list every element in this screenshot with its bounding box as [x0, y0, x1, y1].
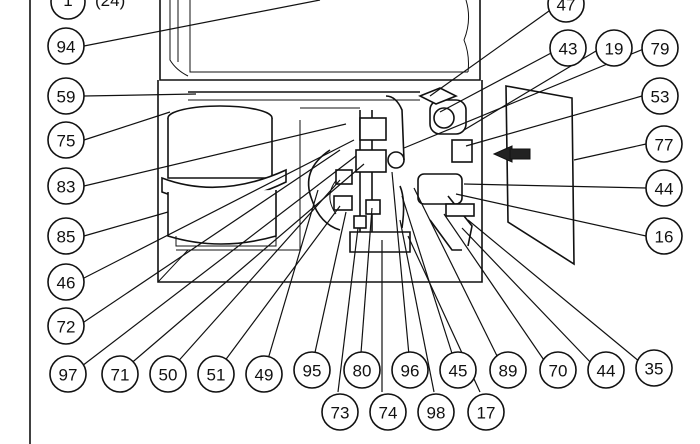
callout-44-upper: 44 [645, 169, 683, 207]
expansion-vessel-body [167, 118, 273, 179]
callout-89: 89 [489, 351, 527, 389]
top-reference: 1 (24) [50, 0, 125, 20]
left-pipe-vertical [169, 0, 189, 77]
flexible-hose-left [307, 149, 341, 231]
valve-knob [387, 151, 405, 169]
svg-text:75: 75 [57, 132, 76, 151]
callout-71: 71 [101, 355, 139, 393]
callout-85: 85 [47, 217, 85, 255]
upper-casing [159, 0, 481, 81]
callout-35: 35 [635, 349, 673, 387]
svg-text:59: 59 [57, 88, 76, 107]
svg-text:50: 50 [159, 366, 178, 385]
callout-46: 46 [47, 263, 85, 301]
callout-19: 19 [595, 29, 633, 67]
callout-17: 17 [467, 393, 505, 431]
svg-text:53: 53 [651, 88, 670, 107]
lower-cabinet [157, 80, 483, 283]
callouts: 94 59 75 83 85 46 72 47 43 19 79 53 77 4… [47, 0, 683, 431]
callout-77: 77 [645, 125, 683, 163]
svg-text:47: 47 [557, 0, 576, 15]
callout-47: 47 [547, 0, 585, 23]
svg-text:16: 16 [655, 228, 674, 247]
svg-text:97: 97 [59, 366, 78, 385]
svg-text:96: 96 [401, 362, 420, 381]
svg-text:79: 79 [651, 40, 670, 59]
callout-98: 98 [417, 393, 455, 431]
svg-text:49: 49 [255, 366, 274, 385]
svg-text:44: 44 [655, 180, 674, 199]
direction-arrow-head [492, 145, 513, 163]
leader-lines [81, 0, 647, 393]
valve-block-top [359, 117, 387, 141]
svg-text:98: 98 [427, 404, 446, 423]
callout-49: 49 [245, 355, 283, 393]
callout-79: 79 [641, 29, 679, 67]
svg-text:45: 45 [449, 362, 468, 381]
svg-text:89: 89 [499, 362, 518, 381]
callout-83: 83 [47, 167, 85, 205]
manifold-base [349, 231, 411, 253]
flexible-hose-right [399, 185, 405, 229]
upper-casing-inner [189, 0, 468, 73]
svg-text:70: 70 [549, 362, 568, 381]
svg-text:73: 73 [331, 404, 350, 423]
appliance-illustration [157, 0, 575, 283]
callout-95: 95 [293, 351, 331, 389]
svg-text:94: 94 [57, 38, 76, 57]
callout-45: 45 [439, 351, 477, 389]
side-panel [505, 85, 575, 266]
relief-pipe [429, 219, 462, 251]
callout-97: 97 [49, 355, 87, 393]
callout-96: 96 [391, 351, 429, 389]
callout-70: 70 [539, 351, 577, 389]
top-reference-paren: (24) [95, 0, 125, 10]
diverter-valve [417, 173, 463, 205]
svg-text:72: 72 [57, 318, 76, 337]
svg-text:35: 35 [645, 360, 664, 379]
callout-94: 94 [47, 27, 85, 65]
callout-44-lower: 44 [587, 351, 625, 389]
svg-text:51: 51 [207, 366, 226, 385]
direction-arrow-shaft [509, 148, 531, 160]
upper-casing-edge [463, 0, 470, 73]
pump-face [433, 107, 455, 129]
callout-74: 74 [369, 393, 407, 431]
bypass-pipe [385, 95, 405, 161]
svg-text:74: 74 [379, 404, 398, 423]
pressure-valve [451, 139, 473, 163]
callout-53: 53 [641, 77, 679, 115]
svg-text:44: 44 [597, 362, 616, 381]
callout-16: 16 [645, 217, 683, 255]
callout-72: 72 [47, 307, 85, 345]
callout-80: 80 [343, 351, 381, 389]
callout-73: 73 [321, 393, 359, 431]
svg-text:17: 17 [477, 404, 496, 423]
fitting-3 [365, 199, 381, 215]
top-reference-circle [50, 0, 86, 20]
callout-43: 43 [549, 29, 587, 67]
svg-text:19: 19 [605, 40, 624, 59]
callout-75: 75 [47, 121, 85, 159]
svg-text:80: 80 [353, 362, 372, 381]
callout-51: 51 [197, 355, 235, 393]
svg-text:85: 85 [57, 228, 76, 247]
valve-block-mid [355, 149, 387, 173]
callout-59: 59 [47, 77, 85, 115]
top-reference-number: 1 [63, 0, 72, 10]
fitting-2 [333, 195, 353, 211]
vessel-base [175, 236, 277, 247]
svg-text:46: 46 [57, 274, 76, 293]
svg-text:43: 43 [559, 40, 578, 59]
fitting-4 [353, 215, 367, 229]
expansion-vessel-lower [167, 190, 277, 245]
svg-text:95: 95 [303, 362, 322, 381]
svg-text:77: 77 [655, 136, 674, 155]
svg-text:83: 83 [57, 178, 76, 197]
svg-text:71: 71 [111, 366, 130, 385]
callout-50: 50 [149, 355, 187, 393]
pump-top-plate [418, 87, 458, 105]
drain-cock [445, 203, 475, 217]
